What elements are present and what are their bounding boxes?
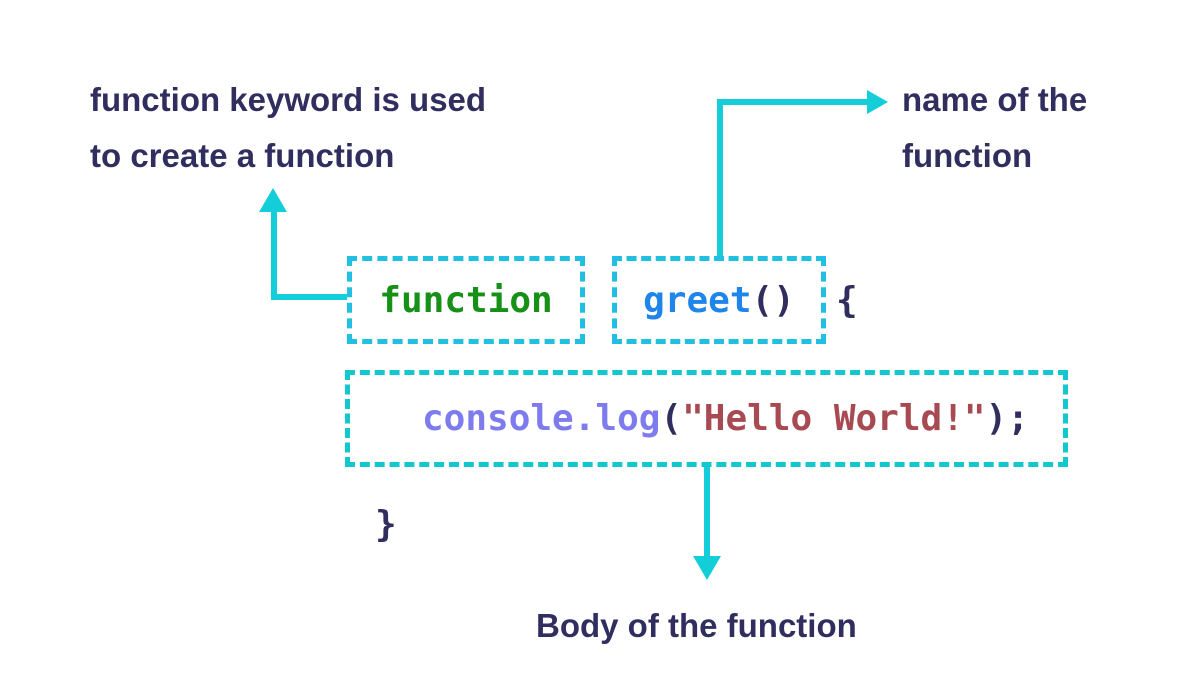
console-log-token: console.log [422,398,661,439]
function-body-box: console.log("Hello World!"); [345,370,1068,467]
close-brace-token: } [375,504,397,545]
body-arrow-vertical-line [704,464,710,558]
arrow-down-icon [693,556,721,580]
open-brace: { [836,256,858,344]
function-keyword-box: function [347,256,585,344]
keyword-annotation-line2: to create a function [90,137,395,174]
name-arrow-vertical-line [717,102,723,258]
arrow-up-icon [259,188,287,212]
function-name-token: greet [643,279,752,321]
close-brace: } [375,504,397,545]
name-annotation: name of the function [902,72,1087,184]
open-brace-token: { [836,279,858,321]
string-token: "Hello World!" [682,398,986,439]
keyword-annotation: function keyword is used to create a fun… [90,72,486,184]
name-annotation-line1: name of the [902,81,1088,118]
arrow-right-icon [867,90,888,114]
keyword-annotation-line1: function keyword is used [90,81,487,118]
open-paren-token: ( [660,398,683,439]
parens-token: () [751,279,795,321]
name-annotation-line2: function [902,137,1033,174]
keyword-arrow-horizontal-line [271,294,347,300]
name-arrow-horizontal-line [717,99,869,105]
body-annotation-label: Body of the function [536,607,857,644]
body-annotation: Body of the function [536,606,857,646]
function-keyword-token: function [379,279,553,321]
keyword-arrow-vertical-line [271,206,277,300]
close-semicolon-token: ); [985,398,1029,439]
function-name-box: greet() [612,256,826,344]
